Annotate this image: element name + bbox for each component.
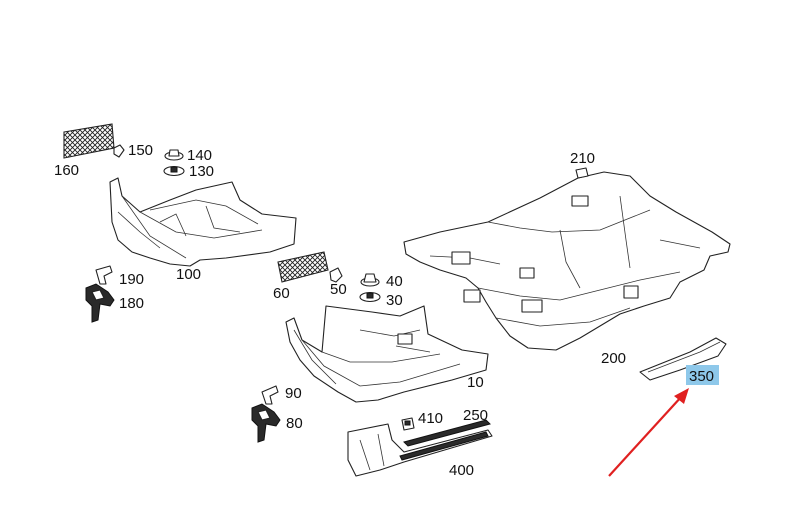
label-10: 10	[467, 374, 484, 391]
part-400-sill-cover[interactable]	[347, 423, 493, 477]
label-180: 180	[119, 295, 144, 312]
part-200-floor-carpet[interactable]	[403, 171, 731, 351]
label-150: 150	[128, 142, 153, 159]
label-140: 140	[187, 147, 212, 164]
label-130: 130	[189, 163, 214, 180]
part-160-grille[interactable]	[63, 123, 115, 159]
part-140-nut[interactable]	[164, 149, 184, 161]
part-50-clip[interactable]	[329, 267, 343, 283]
part-250-trim-strip[interactable]	[403, 419, 491, 447]
label-100: 100	[176, 266, 201, 283]
part-40-nut[interactable]	[360, 273, 380, 287]
part-60-grille[interactable]	[277, 251, 329, 283]
label-250: 250	[463, 407, 488, 424]
label-50: 50	[330, 281, 347, 298]
label-30: 30	[386, 292, 403, 309]
label-90: 90	[285, 385, 302, 402]
part-100-floor-panel[interactable]	[109, 177, 297, 267]
part-210-clip[interactable]	[575, 167, 589, 179]
label-350: 350	[689, 368, 714, 385]
label-80: 80	[286, 415, 303, 432]
part-350-sill-strip[interactable]	[639, 337, 727, 381]
part-190-clip[interactable]	[95, 265, 113, 285]
label-190: 190	[119, 271, 144, 288]
part-90-clip[interactable]	[261, 385, 279, 405]
part-130-washer[interactable]	[163, 165, 185, 177]
part-80-bracket[interactable]	[251, 403, 281, 443]
label-410: 410	[418, 410, 443, 427]
part-10-floor-panel[interactable]	[285, 305, 489, 403]
part-30-washer[interactable]	[359, 291, 381, 303]
label-160: 160	[54, 162, 79, 179]
part-150-clip[interactable]	[113, 144, 125, 158]
part-180-bracket[interactable]	[85, 283, 115, 323]
pointer-arrow	[608, 388, 689, 477]
part-410-clip[interactable]	[401, 417, 415, 431]
label-60: 60	[273, 285, 290, 302]
label-40: 40	[386, 273, 403, 290]
label-200: 200	[601, 350, 626, 367]
label-400: 400	[449, 462, 474, 479]
label-210: 210	[570, 150, 595, 167]
highlight-box-350	[686, 365, 719, 385]
